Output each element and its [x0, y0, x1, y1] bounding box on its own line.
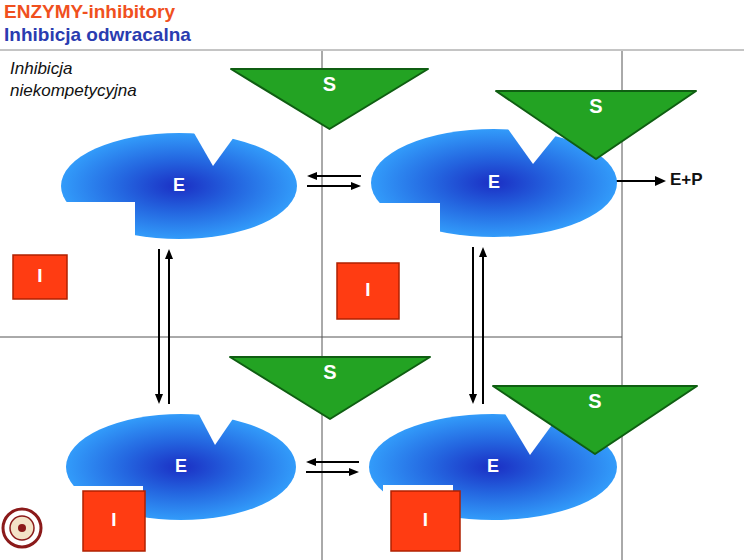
equilibrium-arrow	[155, 249, 173, 404]
equilibrium-arrow	[306, 458, 359, 476]
inhibitor-node: I	[82, 490, 146, 552]
inhibitor-node: I	[390, 490, 461, 552]
slide-title: ENZYMY-inhibitory	[4, 1, 175, 23]
substrate-letter: S	[229, 67, 430, 96]
inhibitor-node: I	[336, 262, 400, 320]
subtitle: Inhibicja odwracalna	[4, 24, 191, 46]
grid-line	[0, 337, 622, 338]
substrate-letter: S	[491, 384, 699, 413]
product-label: E+P	[670, 170, 703, 190]
title-rule	[0, 50, 744, 51]
substrate-node: S	[228, 355, 432, 421]
enzyme-letter: E	[60, 132, 298, 196]
inhibitor-letter: I	[12, 254, 68, 287]
inhibitor-node: I	[12, 254, 68, 300]
grid-line	[322, 51, 323, 560]
university-seal	[3, 509, 41, 547]
inhibitor-letter: I	[82, 490, 146, 531]
substrate-letter: S	[228, 355, 432, 384]
substrate-node: S	[494, 89, 698, 161]
substrate-letter: S	[494, 89, 698, 118]
panel-caption: Inhibicja niekompetycyjna	[10, 58, 200, 102]
enzyme-node: E	[60, 132, 298, 240]
substrate-node: S	[229, 67, 430, 131]
product-arrow	[614, 176, 666, 186]
substrate-node: S	[491, 384, 699, 456]
enzyme-letter: E	[65, 413, 297, 477]
inhibitor-letter: I	[336, 262, 400, 301]
equilibrium-arrow	[469, 247, 487, 404]
equilibrium-arrow	[307, 172, 361, 190]
inhibitor-letter: I	[390, 490, 461, 531]
